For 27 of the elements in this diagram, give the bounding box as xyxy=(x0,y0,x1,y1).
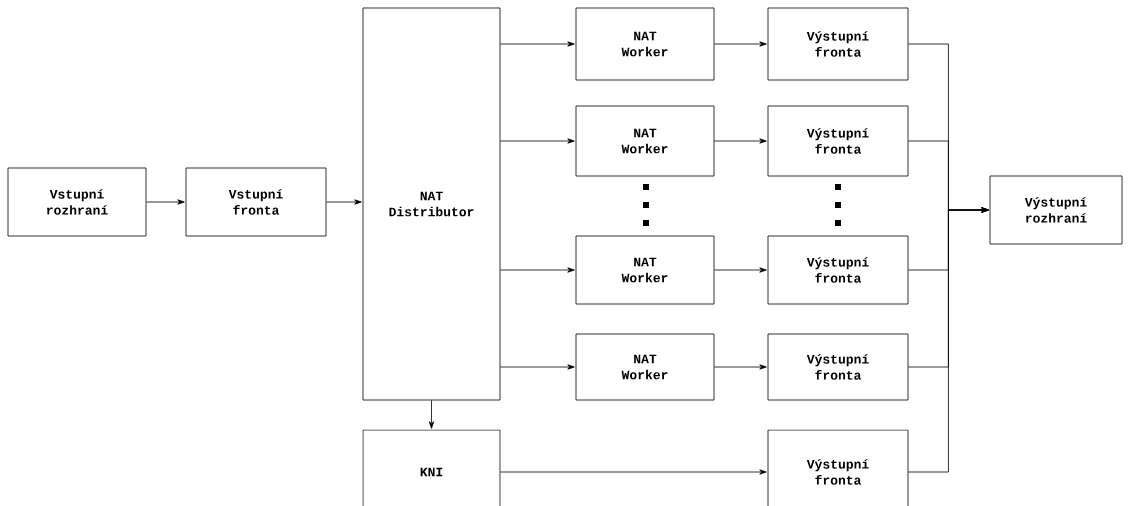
interface-box: Výstupní rozhraní xyxy=(989,175,1123,245)
arrow xyxy=(908,207,989,473)
arrow xyxy=(714,267,767,273)
arrow xyxy=(326,199,362,205)
arrow xyxy=(500,267,575,273)
worker-box: NAT Worker xyxy=(575,7,715,81)
worker-box: NAT Worker xyxy=(575,333,715,401)
arrow xyxy=(500,138,575,144)
worker-box: NAT Worker xyxy=(575,235,715,305)
queue-box: Výstupní fronta xyxy=(767,235,909,305)
arrow xyxy=(146,199,185,205)
queue-box: Výstupní fronta xyxy=(767,7,909,81)
arrow xyxy=(500,41,575,47)
queue-box: Výstupní fronta xyxy=(767,333,909,401)
interface-box: Vstupní rozhraní xyxy=(7,167,147,237)
kni-box: KNI xyxy=(362,429,501,506)
arrow xyxy=(714,138,767,144)
arrow xyxy=(428,400,435,429)
queue-box: Vstupní fronta xyxy=(185,167,327,237)
worker-box: NAT Worker xyxy=(575,105,715,177)
distributor-box: NAT Distributor xyxy=(362,7,501,401)
arrow xyxy=(714,364,767,370)
arrow xyxy=(714,41,767,47)
arrow xyxy=(500,469,767,475)
queue-box: Výstupní fronta xyxy=(767,429,909,506)
arrow xyxy=(500,364,575,370)
queue-box: Výstupní fronta xyxy=(767,105,909,177)
